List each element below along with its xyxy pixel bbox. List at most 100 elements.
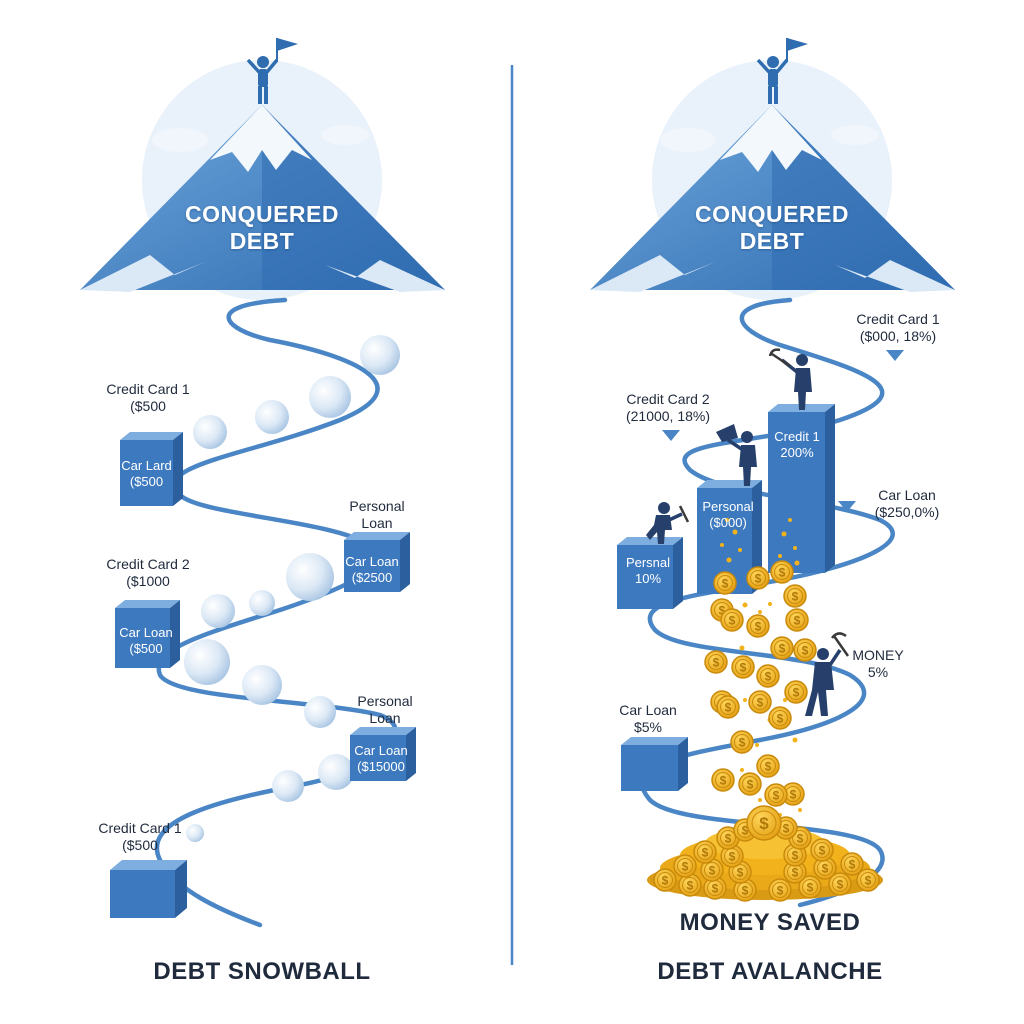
label-line2: Loan: [361, 515, 393, 531]
label-line1: Credit Card 1: [98, 820, 182, 836]
label-line1: Credit Card 2: [626, 391, 710, 407]
label-line1: Personal: [357, 693, 413, 709]
avalanche-column-label-personal-mid: Personal ($000): [697, 499, 759, 531]
avalanche-label-cc2: Credit Card 2 (21000, 18%): [608, 391, 728, 425]
snowball-2: [309, 376, 351, 418]
label-line2: ($500: [130, 398, 166, 414]
snowball-title: DEBT SNOWBALL: [153, 958, 371, 985]
pointer-cc2: [662, 430, 680, 441]
cube-line1: Car Loan: [354, 743, 408, 758]
cube-line2: ($000): [709, 515, 747, 530]
snowball-panel: [80, 38, 445, 928]
snowball-9: [242, 665, 282, 705]
cube-line2: 200%: [780, 445, 814, 460]
snowball-12: [272, 770, 304, 802]
cloud-left-1: [152, 128, 208, 152]
label-line2: ($1000: [126, 573, 170, 589]
snowball-7: [201, 594, 235, 628]
cloud-left-2: [321, 125, 369, 145]
cloud-right-1: [660, 128, 716, 152]
cube-left-4: [350, 727, 416, 781]
svg-text:$: $: [759, 814, 769, 833]
climber-flag-right: [756, 38, 808, 104]
pointer-cc1: [886, 350, 904, 361]
falling-coins: [704, 560, 817, 807]
cube-line1: Car Lard: [121, 458, 172, 473]
cube-line2: ($2500: [351, 570, 393, 585]
climber-flag-left: [246, 38, 298, 104]
avalanche-column-label-credit-1: Credit 1 200%: [766, 429, 828, 461]
mountain-left: [80, 105, 445, 292]
snowball-label-cc1-bottom: Credit Card 1 ($500: [80, 820, 200, 854]
miner-mid: [716, 424, 757, 486]
avalanche-peak-line1: CONQUERED: [694, 201, 849, 227]
avalanche-peak-label: CONQUERED DEBT: [682, 201, 862, 255]
cube-line1: Credit 1: [774, 429, 820, 444]
cloud-right-2: [831, 125, 879, 145]
snowball-cube-label-3: Car Loan ($500: [115, 625, 177, 657]
column-credit-1: [768, 404, 835, 573]
snowball-label-cc2: Credit Card 2 ($1000: [88, 556, 208, 590]
avalanche-road: [640, 297, 895, 908]
coin-pile: $: [647, 805, 883, 902]
cube-line1: Personal: [702, 499, 754, 514]
cube-line1: Car Loan: [345, 554, 399, 569]
avalanche-column-label-personal-left: Persnal 10%: [617, 555, 679, 587]
label-line2: 5%: [867, 664, 889, 680]
label-line1: MONEY: [852, 647, 904, 663]
avalanche-label-money: MONEY 5%: [838, 647, 918, 681]
label-line1: Personal: [349, 498, 405, 514]
avalanche-title: DEBT AVALANCHE: [657, 958, 883, 985]
label-line1: Car Loan: [878, 487, 936, 503]
cube-left-2: [344, 532, 410, 592]
label-line1: Credit Card 2: [106, 556, 190, 572]
snowball-cube-label-2: Car Loan ($2500: [344, 554, 400, 586]
label-line2: ($250,0%): [874, 504, 940, 520]
label-line2: $5%: [633, 719, 663, 735]
snowball-11: [318, 754, 354, 790]
cube-line2: ($500: [129, 641, 163, 656]
label-line2: ($500: [122, 837, 158, 853]
snowball-label-personal-1: Personal Loan: [332, 498, 422, 532]
gold-dust: [720, 518, 802, 817]
avalanche-label-car-loan-right: Car Loan ($250,0%): [857, 487, 957, 521]
mountain-right: [590, 105, 955, 292]
label-line2: ($000, 18%): [859, 328, 937, 344]
pointer-car-loan: [838, 501, 856, 512]
avalanche-panel: $: [590, 38, 955, 908]
avalanche-label-cc1: Credit Card 1 ($000, 18%): [838, 311, 958, 345]
snowball-13: [186, 824, 204, 842]
cube-left-3: [115, 600, 180, 668]
snowball-8: [184, 639, 230, 685]
snowball-5: [286, 553, 334, 601]
snowball-cube-label-4: Car Loan ($15000: [350, 743, 412, 775]
label-line1: Credit Card 1: [856, 311, 940, 327]
column-personal-left: [617, 537, 683, 609]
snowball-label-cc1-top: Credit Card 1 ($500: [88, 381, 208, 415]
snowball-cube-label-1: Car Lard ($500: [120, 458, 173, 490]
miner-lower: [805, 632, 850, 716]
snowball-peak-line2: DEBT: [229, 228, 295, 254]
cube-line2: ($15000: [357, 759, 405, 774]
snowballs: [184, 335, 400, 842]
column-car-cube: [621, 737, 688, 791]
avalanche-label-car-loan-left: Car Loan $5%: [608, 702, 688, 736]
avalanche-subtitle: MONEY SAVED: [679, 909, 861, 936]
snowball-peak-label: CONQUERED DEBT: [172, 201, 352, 255]
miner-left: [646, 502, 690, 544]
label-line1: Car Loan: [619, 702, 677, 718]
snowball-3: [255, 400, 289, 434]
cube-line2: ($500: [129, 474, 164, 489]
label-line2: (21000, 18%): [625, 408, 711, 424]
cube-left-5: [110, 860, 187, 918]
cube-line2: 10%: [634, 571, 662, 586]
cube-left-1: [120, 432, 183, 506]
miner-top: [768, 348, 812, 410]
snowball-6: [249, 590, 275, 616]
snowball-label-personal-2: Personal Loan: [340, 693, 430, 727]
snowball-peak-line1: CONQUERED: [184, 201, 339, 227]
avalanche-peak-line2: DEBT: [739, 228, 805, 254]
label-line2: Loan: [369, 710, 401, 726]
snowball-10: [304, 696, 336, 728]
